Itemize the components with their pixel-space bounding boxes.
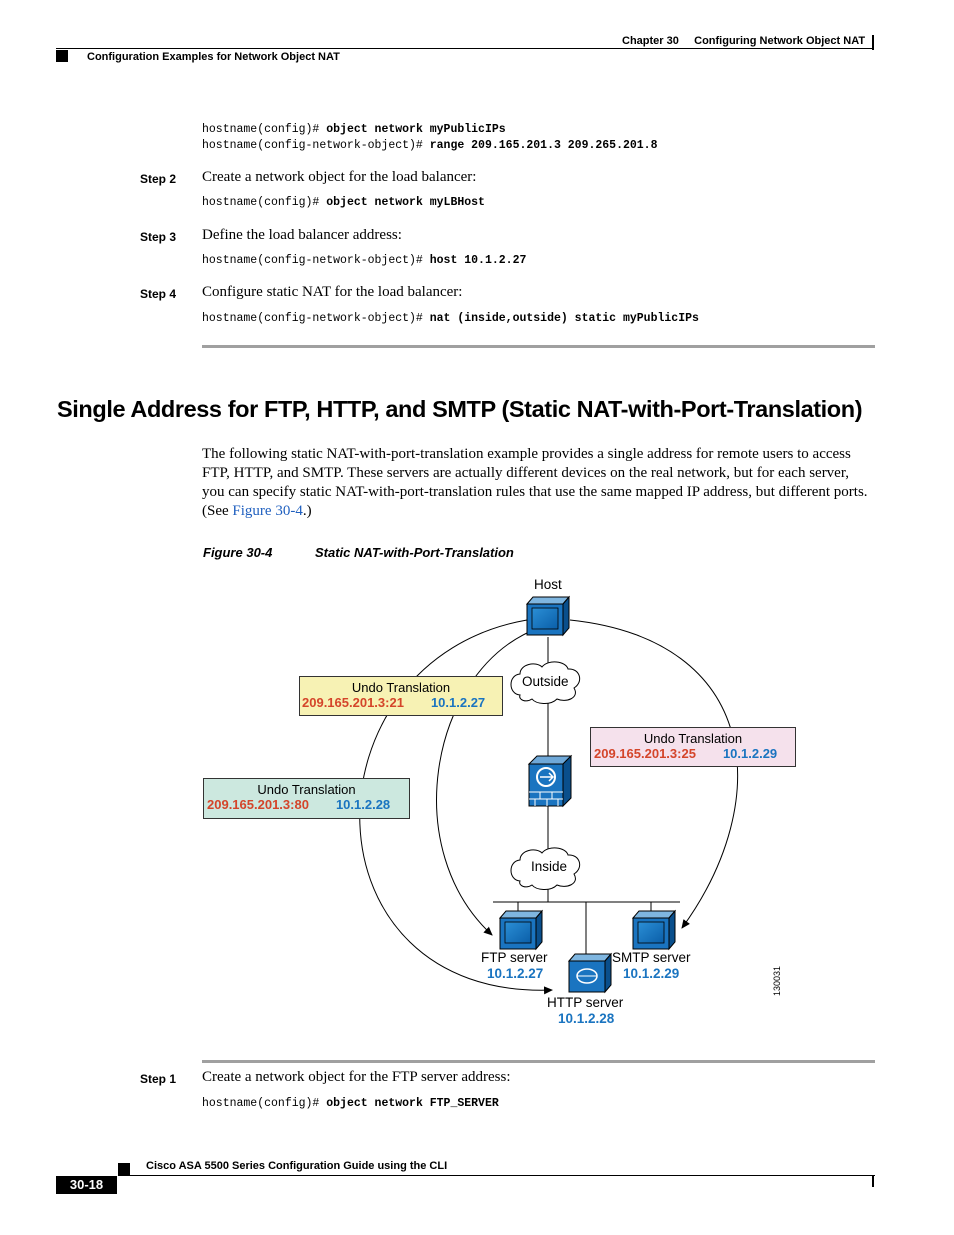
code-line: hostname(config)# object network myLBHos… <box>202 196 485 209</box>
translation-title: Undo Translation <box>351 680 451 695</box>
step-text: Create a network object for the FTP serv… <box>202 1069 511 1085</box>
step-text: Create a network object for the load bal… <box>202 169 477 185</box>
footer-rule-right <box>872 1175 874 1187</box>
code-line: hostname(config-network-object)# nat (in… <box>202 312 699 325</box>
mapped-address: 209.165.201.3:25 <box>594 746 696 761</box>
step-label: Step 3 <box>140 230 177 244</box>
translation-box-ftp: Undo Translation 209.165.201.3:21 10.1.2.… <box>299 676 503 716</box>
step-label: Step 2 <box>140 172 177 186</box>
footer-rule <box>118 1175 875 1176</box>
footer-guide-title: Cisco ASA 5500 Series Configuration Guid… <box>146 1160 448 1172</box>
http-server-icon <box>567 952 613 994</box>
header-chapter: Chapter 30 Configuring Network Object NA… <box>622 35 865 47</box>
header-rule <box>56 48 874 49</box>
figure-link[interactable]: Figure 30-4 <box>232 503 303 519</box>
ftp-server-icon <box>498 909 544 951</box>
step-label: Step 1 <box>140 1072 177 1086</box>
body-paragraph: The following static NAT-with-port-trans… <box>202 446 868 519</box>
figure-id-code: 130031 <box>772 965 782 996</box>
figure-end-rule <box>202 1060 875 1063</box>
smtp-server-label: SMTP server <box>612 950 691 965</box>
figure-number: Figure 30-4 <box>203 545 273 560</box>
outside-cloud-icon <box>510 661 581 704</box>
ftp-server-ip: 10.1.2.27 <box>487 966 544 981</box>
real-address: 10.1.2.28 <box>335 797 391 812</box>
step-text: Define the load balancer address: <box>202 227 402 243</box>
host-computer-icon <box>525 595 571 637</box>
header-marker <box>56 50 68 62</box>
smtp-server-icon <box>631 909 677 951</box>
firewall-icon <box>527 754 573 808</box>
code-line: hostname(config)# object network myPubli… <box>202 123 506 136</box>
smtp-server-ip: 10.1.2.29 <box>623 966 680 981</box>
translation-title: Undo Translation <box>643 731 743 746</box>
inside-cloud-icon <box>510 847 581 890</box>
real-address: 10.1.2.27 <box>430 695 486 710</box>
mapped-address: 209.165.201.3:21 <box>302 695 404 710</box>
code-line: hostname(config-network-object)# host 10… <box>202 254 527 267</box>
translation-box-http: Undo Translation 209.165.201.3:80 10.1.2.… <box>203 778 410 819</box>
ftp-server-label: FTP server <box>481 950 548 965</box>
arc-to-ftp <box>436 632 528 936</box>
http-server-label: HTTP server <box>547 995 624 1010</box>
header-chapter-title: Configuring Network Object NAT <box>694 35 866 47</box>
mapped-address: 209.165.201.3:80 <box>207 797 309 812</box>
outside-label: Outside <box>522 674 569 689</box>
code-line: hostname(config)# object network FTP_SER… <box>202 1097 499 1110</box>
step-label: Step 4 <box>140 287 177 301</box>
translation-box-smtp: Undo Translation 209.165.201.3:25 10.1.2.… <box>590 727 796 767</box>
header-rule-right <box>872 35 874 50</box>
code-line: hostname(config-network-object)# range 2… <box>202 139 658 152</box>
arc-to-http <box>359 619 553 995</box>
real-address: 10.1.2.29 <box>722 746 778 761</box>
header-section: Configuration Examples for Network Objec… <box>87 51 340 63</box>
steps-end-rule <box>202 345 875 348</box>
arc-to-smtp <box>569 619 739 929</box>
http-server-ip: 10.1.2.28 <box>558 1011 615 1026</box>
page-number: 30-18 <box>56 1176 117 1194</box>
footer-marker <box>118 1163 130 1175</box>
host-label: Host <box>534 577 562 592</box>
section-title: Single Address for FTP, HTTP, and SMTP (… <box>57 396 863 422</box>
inside-label: Inside <box>531 859 568 874</box>
header-chapter-number: Chapter 30 <box>622 35 679 47</box>
figure-title: Static NAT-with-Port-Translation <box>315 545 514 560</box>
translation-title: Undo Translation <box>257 782 356 797</box>
step-text: Configure static NAT for the load balanc… <box>202 284 463 300</box>
